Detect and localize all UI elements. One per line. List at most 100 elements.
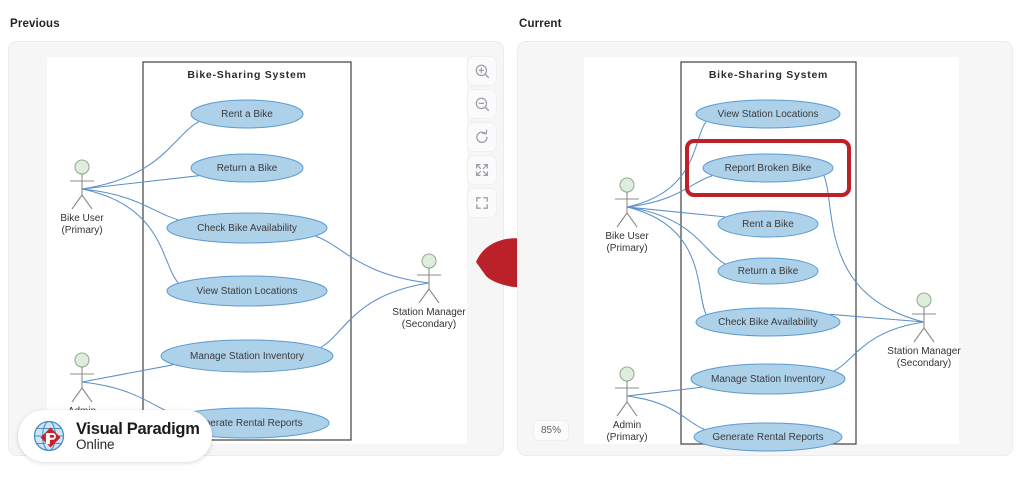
actor-role: (Primary) bbox=[606, 432, 647, 443]
actor-leg-right bbox=[428, 288, 440, 304]
use-case-viewloc[interactable]: View Station Locations bbox=[166, 275, 328, 307]
use-case-ellipse bbox=[702, 153, 834, 183]
use-case-return[interactable]: Return a Bike bbox=[190, 153, 304, 183]
association-line bbox=[626, 206, 707, 315]
association-line bbox=[81, 175, 199, 190]
use-case-rent[interactable]: Rent a Bike bbox=[717, 210, 819, 238]
association-line bbox=[823, 175, 925, 323]
association-line bbox=[833, 321, 925, 372]
actor-station-manager[interactable]: Station Manager(Secondary) bbox=[392, 253, 466, 330]
zoom-out-icon bbox=[475, 97, 490, 112]
zoom-in-button[interactable] bbox=[467, 56, 497, 86]
use-case-ellipse bbox=[166, 212, 328, 244]
use-case-ellipse bbox=[190, 99, 304, 129]
actor-leg-left bbox=[71, 387, 83, 403]
actor-name: Bike User bbox=[60, 213, 104, 224]
association-line bbox=[81, 188, 179, 284]
association-line bbox=[626, 175, 713, 208]
actor-leg-right bbox=[626, 401, 638, 417]
use-case-label: Rent a Bike bbox=[742, 219, 794, 230]
association-line bbox=[320, 282, 430, 348]
actor-head bbox=[619, 177, 635, 193]
actor-head bbox=[74, 352, 90, 368]
actor-leg-left bbox=[913, 327, 925, 343]
actor-station-manager[interactable]: Station Manager(Secondary) bbox=[887, 292, 961, 369]
system-boundary-title: Bike-Sharing System bbox=[187, 69, 306, 81]
association-line bbox=[81, 188, 179, 221]
use-case-ellipse bbox=[695, 307, 841, 337]
actor-leg-right bbox=[81, 387, 93, 403]
use-case-reports[interactable]: Generate Rental Reports bbox=[693, 422, 843, 452]
association-line bbox=[315, 235, 430, 284]
fit-screen-icon bbox=[475, 163, 489, 177]
use-case-viewloc[interactable]: View Station Locations bbox=[695, 99, 841, 129]
use-case-label: Check Bike Availability bbox=[197, 223, 297, 234]
use-case-label: View Station Locations bbox=[197, 286, 298, 297]
previous-panel-label: Previous bbox=[10, 18, 60, 30]
use-case-inventory[interactable]: Manage Station Inventory bbox=[160, 339, 334, 373]
actor-name: Bike User bbox=[605, 231, 649, 242]
use-case-label: Report Broken Bike bbox=[725, 163, 812, 174]
use-case-label: Rent a Bike bbox=[221, 109, 273, 120]
system-boundary-title: Bike-Sharing System bbox=[709, 69, 828, 81]
use-case-label: Generate Rental Reports bbox=[712, 432, 823, 443]
use-case-return[interactable]: Return a Bike bbox=[717, 257, 819, 285]
association-line bbox=[81, 364, 174, 383]
actor-admin[interactable]: Admin(Primary) bbox=[606, 366, 648, 443]
visual-paradigm-wordmark: Visual Paradigm Online bbox=[76, 419, 200, 452]
association-line bbox=[626, 395, 705, 430]
use-case-label: Manage Station Inventory bbox=[711, 374, 825, 385]
watermark-brand-line1: Visual Paradigm bbox=[76, 419, 200, 438]
actor-head bbox=[916, 292, 932, 308]
use-case-ellipse bbox=[693, 422, 843, 452]
actor-leg-left bbox=[616, 212, 628, 228]
use-case-ellipse bbox=[166, 275, 328, 307]
actor-name: Station Manager bbox=[392, 307, 466, 318]
use-case-ellipse bbox=[717, 257, 819, 285]
fullscreen-button[interactable] bbox=[467, 188, 497, 218]
use-case-label: View Station Locations bbox=[718, 109, 819, 120]
use-case-ellipse bbox=[690, 363, 846, 395]
zoom-level-badge[interactable]: 85% bbox=[533, 420, 570, 441]
fit-button[interactable] bbox=[467, 155, 497, 185]
use-case-ellipse bbox=[695, 99, 841, 129]
use-case-inventory[interactable]: Manage Station Inventory bbox=[690, 363, 846, 395]
reset-button[interactable] bbox=[467, 122, 497, 152]
watermark-brand-line2: Online bbox=[76, 436, 115, 452]
actor-leg-left bbox=[71, 194, 83, 210]
fullscreen-icon bbox=[476, 197, 488, 209]
actor-role: (Secondary) bbox=[897, 358, 951, 369]
use-case-ellipse bbox=[160, 339, 334, 373]
actor-bike-user[interactable]: Bike User(Primary) bbox=[60, 159, 104, 236]
use-case-check[interactable]: Check Bike Availability bbox=[166, 212, 328, 244]
association-line bbox=[626, 206, 726, 218]
actor-bike-user[interactable]: Bike User(Primary) bbox=[605, 177, 649, 254]
actor-leg-left bbox=[418, 288, 430, 304]
use-case-ellipse bbox=[190, 153, 304, 183]
actor-role: (Primary) bbox=[61, 225, 102, 236]
zoom-out-button[interactable] bbox=[467, 89, 497, 119]
system-boundary-box bbox=[142, 61, 352, 441]
zoom-in-icon bbox=[475, 64, 490, 79]
actor-name: Admin bbox=[613, 420, 641, 431]
actor-leg-right bbox=[626, 212, 638, 228]
association-line bbox=[626, 206, 726, 265]
actor-head bbox=[421, 253, 437, 269]
use-case-label: Manage Station Inventory bbox=[190, 351, 304, 362]
association-line bbox=[626, 386, 702, 397]
association-line bbox=[829, 313, 925, 323]
actor-leg-left bbox=[616, 401, 628, 417]
change-highlight-box bbox=[685, 139, 851, 197]
use-case-rent[interactable]: Rent a Bike bbox=[190, 99, 304, 129]
use-case-label: Check Bike Availability bbox=[718, 317, 818, 328]
use-case-check[interactable]: Check Bike Availability bbox=[695, 307, 841, 337]
actor-role: (Secondary) bbox=[402, 319, 456, 330]
use-case-broken[interactable]: Report Broken Bike bbox=[702, 153, 834, 183]
